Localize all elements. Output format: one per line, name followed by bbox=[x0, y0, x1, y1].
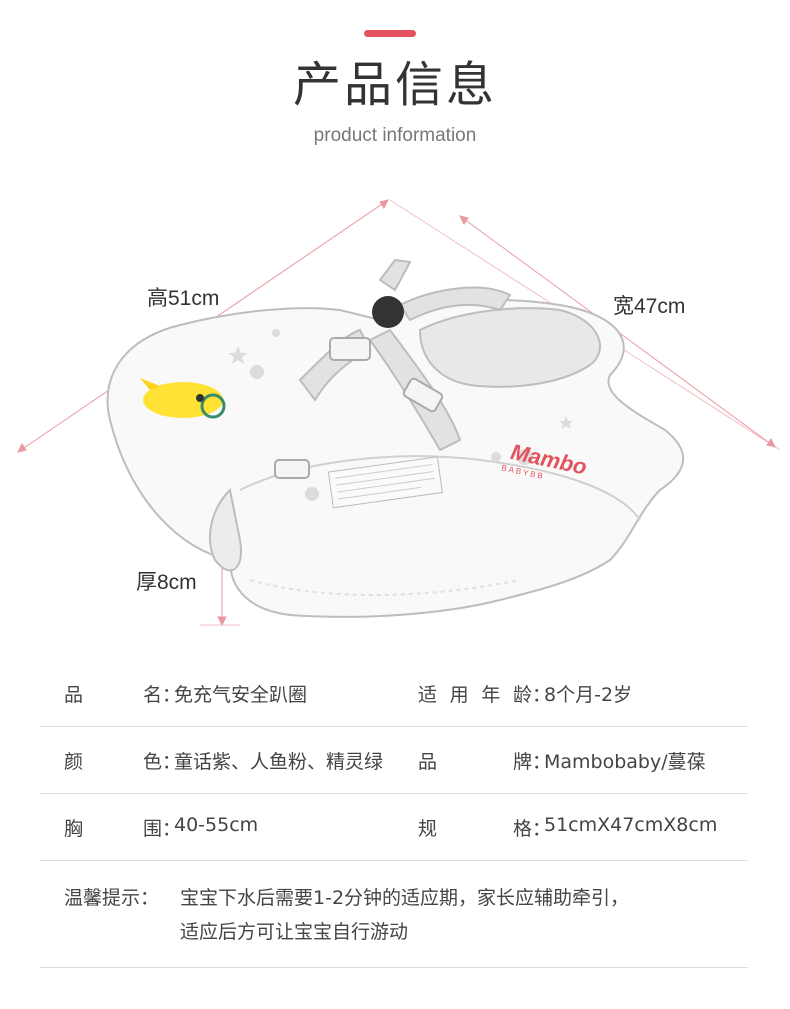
strap-knob bbox=[372, 296, 404, 328]
buckles bbox=[274, 337, 444, 479]
decor-stars bbox=[228, 346, 573, 429]
spec-label: 品 牌 bbox=[418, 750, 532, 773]
spec-colon: ： bbox=[162, 817, 182, 840]
mascot-icon bbox=[140, 378, 226, 419]
spec-table: 品 名：免充气安全趴圈 适用年龄：8个月-2岁 颜 色：童话紫、人鱼粉、精灵绿 … bbox=[40, 660, 748, 968]
spec-colon: ： bbox=[532, 817, 552, 840]
decor-dots bbox=[250, 329, 533, 501]
spec-value: 40-55cm bbox=[174, 813, 259, 836]
spec-colon: ： bbox=[532, 683, 552, 706]
warning-label bbox=[327, 456, 443, 509]
spec-colon: ： bbox=[162, 683, 182, 706]
spec-cell-color: 颜 色：童话紫、人鱼粉、精灵绿 bbox=[40, 747, 418, 774]
spec-label: 颜 色 bbox=[64, 750, 162, 773]
page-title: 产品信息 bbox=[292, 57, 497, 113]
height-dimension-label: 高51cm bbox=[147, 287, 220, 310]
spec-cell-age: 适用年龄：8个月-2岁 bbox=[418, 680, 748, 707]
product-figure: Mambo BABYBB 高51cm 宽47cm 厚8cm bbox=[0, 160, 790, 640]
tip-line: 宝宝下水后需要1-2分钟的适应期，家长应辅助牵引， bbox=[180, 887, 630, 909]
tip-text: 宝宝下水后需要1-2分钟的适应期，家长应辅助牵引， 适应后方可让宝宝自行游动 bbox=[180, 881, 720, 949]
spec-label: 规 格 bbox=[418, 817, 532, 840]
float-body bbox=[106, 299, 685, 618]
spec-row: 胸 围：40-55cm 规 格：51cmX47cmX8cm bbox=[40, 794, 748, 861]
product-illustration: Mambo BABYBB bbox=[17, 199, 781, 627]
tip-label: 温馨提示： bbox=[64, 887, 160, 909]
spec-cell-name: 品 名：免充气安全趴圈 bbox=[40, 680, 418, 707]
spec-value: Mambobaby/蔓葆 bbox=[544, 750, 706, 773]
spec-cell-brand: 品 牌：Mambobaby/蔓葆 bbox=[418, 747, 748, 774]
spec-label: 适用年龄 bbox=[418, 683, 532, 706]
tip: 温馨提示： 宝宝下水后需要1-2分钟的适应期，家长应辅助牵引， 适应后方可让宝宝… bbox=[40, 881, 720, 949]
tip-line: 适应后方可让宝宝自行游动 bbox=[180, 921, 409, 943]
spec-colon: ： bbox=[162, 750, 182, 773]
spec-value: 51cmX47cmX8cm bbox=[544, 813, 718, 836]
spec-colon: ： bbox=[532, 750, 552, 773]
spec-value: 8个月-2岁 bbox=[544, 683, 633, 706]
spec-row: 颜 色：童话紫、人鱼粉、精灵绿 品 牌：Mambobaby/蔓葆 bbox=[40, 727, 748, 794]
spec-cell-size: 规 格：51cmX47cmX8cm bbox=[418, 814, 748, 841]
spec-label: 胸 围 bbox=[64, 817, 162, 840]
spec-row-tip: 温馨提示： 宝宝下水后需要1-2分钟的适应期，家长应辅助牵引， 适应后方可让宝宝… bbox=[40, 861, 748, 968]
accent-bar bbox=[364, 30, 416, 37]
page-subtitle: product information bbox=[313, 125, 477, 146]
spec-label: 品 名 bbox=[64, 683, 162, 706]
thickness-dimension-label: 厚8cm bbox=[136, 571, 197, 594]
width-dimension-label: 宽47cm bbox=[613, 295, 686, 318]
spec-cell-chest: 胸 围：40-55cm bbox=[40, 814, 418, 841]
spec-row: 品 名：免充气安全趴圈 适用年龄：8个月-2岁 bbox=[40, 660, 748, 727]
spec-value: 童话紫、人鱼粉、精灵绿 bbox=[174, 750, 384, 773]
spec-value: 免充气安全趴圈 bbox=[174, 683, 308, 706]
